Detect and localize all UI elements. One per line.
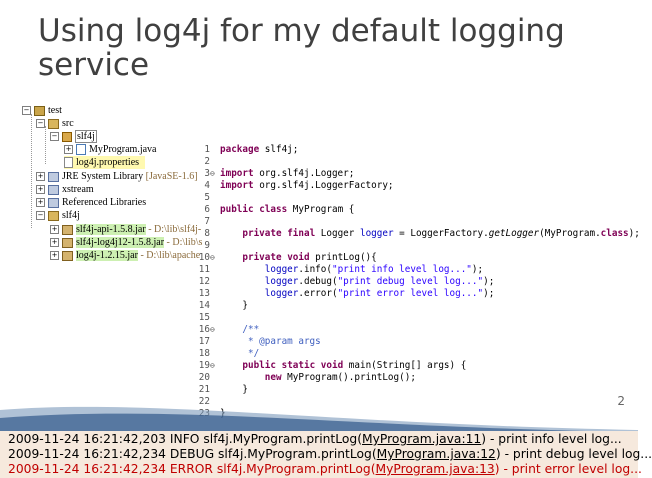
jar-icon: [62, 224, 73, 235]
folder-icon: [48, 210, 59, 221]
slide-title-line2: service: [38, 47, 150, 83]
tree-item-properties[interactable]: log4j.properties: [64, 156, 146, 169]
code-line: 22: [198, 396, 210, 407]
code-line: 13 logger.error("print error level log..…: [198, 288, 495, 299]
console-line: 2009-11-24 16:21:42,203 INFO slf4j.MyPro…: [8, 432, 622, 446]
jar-icon: [62, 250, 73, 261]
tree-item-src[interactable]: −src: [36, 118, 74, 129]
library-icon: [48, 184, 59, 195]
expand-icon[interactable]: +: [50, 225, 59, 235]
expand-icon[interactable]: +: [50, 238, 59, 248]
collapse-icon[interactable]: −: [50, 132, 59, 142]
tree-item-xstream[interactable]: +xstream: [36, 184, 94, 195]
tree-item-jar[interactable]: +slf4j-api-1.5.8.jar - D:\lib\slf4j-: [50, 224, 202, 235]
source-folder-icon: [48, 118, 59, 129]
expand-icon[interactable]: +: [36, 172, 45, 182]
project-icon: [34, 105, 45, 116]
file-icon: [64, 157, 73, 169]
console-output: 2009-11-24 16:21:42,203 INFO slf4j.MyPro…: [0, 431, 652, 478]
code-line: 2: [204, 156, 210, 167]
code-line: 12 logger.debug("print debug level log..…: [198, 276, 495, 287]
tree-item-jar[interactable]: +slf4j-log4j12-1.5.8.jar - D:\lib\s: [50, 237, 203, 248]
collapse-icon[interactable]: −: [22, 106, 31, 116]
slide-title-line1: Using log4j for my default logging: [38, 13, 565, 49]
expand-icon[interactable]: +: [50, 251, 59, 261]
java-file-icon: [76, 144, 86, 156]
jar-icon: [62, 237, 73, 248]
collapse-icon[interactable]: −: [36, 119, 45, 129]
code-line: 17 * @param args: [198, 336, 321, 347]
expand-icon[interactable]: +: [64, 145, 73, 155]
package-icon: [62, 131, 72, 142]
library-icon: [48, 171, 59, 182]
tree-item-project[interactable]: −test: [22, 105, 62, 116]
code-line: 15: [198, 312, 210, 323]
slide-title: Using log4j for my default logging servi…: [38, 14, 628, 82]
tree-item-package[interactable]: −slf4j: [50, 130, 97, 143]
tree-item-referenced-libraries[interactable]: +Referenced Libraries: [36, 197, 147, 208]
expand-icon[interactable]: +: [36, 198, 45, 208]
fold-icon: ⊖: [210, 325, 215, 334]
console-link[interactable]: MyProgram.java:13: [375, 462, 495, 476]
code-line: 21 }: [198, 384, 248, 395]
library-icon: [48, 197, 59, 208]
tree-item-java-file[interactable]: +MyProgram.java: [64, 144, 157, 156]
tree-item-lib-folder[interactable]: −slf4j: [36, 210, 80, 221]
code-line: 14 }: [198, 300, 248, 311]
tree-item-jar[interactable]: +log4j-1.2.15.jar - D:\lib\apache: [50, 250, 201, 261]
console-line: 2009-11-24 16:21:42,234 ERROR slf4j.MyPr…: [8, 462, 642, 476]
collapse-icon[interactable]: −: [36, 211, 45, 221]
code-line: 18 */: [198, 348, 260, 359]
code-line: 11 logger.info("print info level log..."…: [198, 264, 484, 275]
fold-icon: ⊖: [210, 169, 215, 178]
page-number: 2: [617, 394, 625, 408]
package-explorer: −test −src −slf4j +MyProgram.java log4j.…: [22, 104, 203, 270]
tree-item-jre[interactable]: +JRE System Library [JavaSE-1.6]: [36, 171, 198, 182]
expand-icon[interactable]: +: [36, 185, 45, 195]
code-line: 16⊖ /**: [198, 324, 260, 335]
code-line: 9: [204, 240, 210, 251]
fold-icon: ⊖: [210, 361, 215, 370]
fold-icon: ⊖: [210, 253, 215, 262]
code-line: 20 new MyProgram().printLog();: [198, 372, 416, 383]
decorative-swoosh: [0, 406, 638, 432]
code-line: 8 private final Logger logger = LoggerFa…: [204, 228, 640, 239]
code-line: 7: [204, 216, 210, 227]
console-link[interactable]: MyProgram.java:12: [376, 447, 496, 461]
code-line: 5: [204, 192, 210, 203]
code-line: 3⊖import org.slf4j.Logger;: [204, 168, 355, 179]
console-link[interactable]: MyProgram.java:11: [362, 432, 482, 446]
console-line: 2009-11-24 16:21:42,234 DEBUG slf4j.MyPr…: [8, 447, 652, 461]
code-line: 19⊖ public static void main(String[] arg…: [198, 360, 467, 371]
code-line: 10⊖ private void printLog(){: [198, 252, 377, 263]
